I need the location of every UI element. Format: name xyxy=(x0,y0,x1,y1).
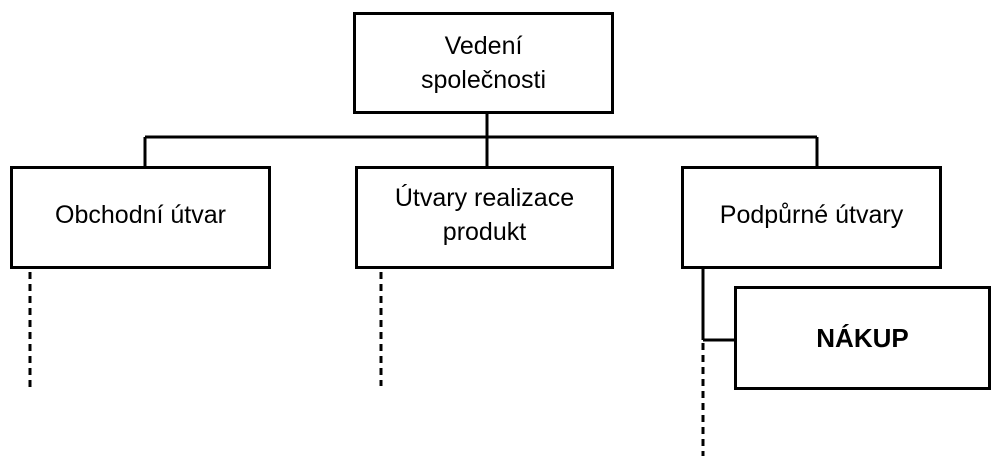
obchodni-utvar-box: Obchodní útvar xyxy=(10,166,271,269)
utvary-realizace-produktu-label: Útvary realizace produkt xyxy=(394,183,575,246)
nakup-box: NÁKUP xyxy=(734,286,991,390)
nakup-label: NÁKUP xyxy=(816,323,909,353)
podpurne-utvary-label: Podpůrné útvary xyxy=(719,200,904,229)
obchodni-utvar-label: Obchodní útvar xyxy=(55,200,226,229)
vedeni-spolecnosti-label: Vedení společnosti xyxy=(420,32,547,94)
vedeni-spolecnosti-box: Vedení společnosti xyxy=(353,12,614,114)
podpurne-utvary-box: Podpůrné útvary xyxy=(681,166,942,269)
utvary-realizace-produktu-box: Útvary realizace produkt xyxy=(355,166,614,269)
